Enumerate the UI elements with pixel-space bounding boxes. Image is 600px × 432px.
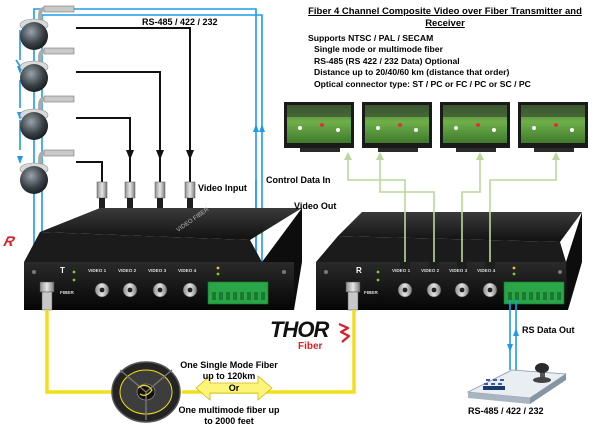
tx-port-label-2: VIDEO 2	[118, 268, 137, 273]
rs485-top-label: RS-485 / 422 / 232	[142, 17, 218, 27]
receiver-terminal-block	[503, 281, 565, 305]
single-mode-label: One Single Mode Fiber up to 120km	[174, 360, 284, 382]
feature-item: Optical connector type: ST / PC or FC / …	[314, 78, 531, 89]
video-input-arrows	[126, 150, 194, 160]
rs-data-out-label: RS Data Out	[522, 325, 575, 335]
tx-fiber-label: FIBER	[60, 290, 74, 295]
multimode-label: One multimode fiber up to 2000 feet	[170, 405, 288, 427]
rx-port-label-4: VIDEO 4	[477, 268, 496, 273]
transmitter-terminal-block	[207, 281, 269, 305]
diagram-title: Fiber 4 Channel Composite Video over Fib…	[308, 6, 582, 29]
rs-data-out-arrows	[507, 328, 519, 352]
rx-fiber-label: FIBER	[364, 290, 378, 295]
svg-text:R: R	[1, 235, 19, 250]
rx-port-label-1: VIDEO 1	[392, 268, 411, 273]
bnc-connector-icon	[482, 262, 498, 298]
video-out-lines	[347, 158, 557, 262]
bnc-connector-icon	[152, 282, 168, 298]
double-arrow-icon	[195, 375, 273, 401]
rx-port-label-2: VIDEO 2	[421, 268, 440, 273]
bnc-connector-icon	[122, 282, 138, 298]
tx-port-label-1: VIDEO 1	[88, 268, 107, 273]
bnc-connector-icon	[397, 262, 413, 298]
control-data-in-label: Control Data In	[266, 175, 331, 185]
single-mode-line-2: up to 120km	[202, 371, 256, 381]
bnc-connector-icon	[182, 282, 198, 298]
monitor-icon	[440, 102, 510, 152]
fiber-st-connector-icon	[39, 281, 55, 311]
ptz-camera-icon	[19, 149, 75, 194]
fiber-st-connector-icon	[345, 281, 361, 311]
feature-item: Single mode or multimode fiber	[314, 44, 443, 55]
ptz-camera-icon	[19, 95, 75, 140]
rx-port-label-3: VIDEO 3	[449, 268, 468, 273]
thor-fiber-logo: THOR Fiber	[268, 318, 358, 358]
feature-list: Supports NTSC / PAL / SECAM Single mode …	[308, 33, 531, 90]
logo-swoosh-icon	[338, 322, 351, 343]
monitor-icon	[362, 102, 432, 152]
monitor-icon	[518, 102, 588, 152]
receiver-side-letter: R	[356, 266, 362, 275]
monitor-icon	[284, 102, 354, 152]
multimode-line-1: One multimode fiber up	[178, 405, 280, 415]
feature-item: Supports NTSC / PAL / SECAM	[308, 33, 434, 43]
video-out-label: Video Out	[294, 201, 337, 211]
rs485-bottom-label: RS-485 / 422 / 232	[468, 406, 544, 416]
tx-port-label-3: VIDEO 3	[148, 268, 167, 273]
joystick-controller-icon	[466, 363, 568, 404]
logo-brand: THOR	[270, 317, 329, 342]
multimode-line-2: to 2000 feet	[204, 416, 254, 426]
video-out-arrows	[344, 152, 560, 160]
video-input-cables	[76, 27, 191, 182]
rs485-up-arrows	[17, 66, 265, 164]
bnc-connector-icon	[454, 262, 470, 298]
video-input-label: Video Input	[198, 183, 247, 193]
ptz-camera-icon	[19, 47, 75, 92]
single-mode-line-1: One Single Mode Fiber	[180, 360, 278, 370]
feature-item: Distance up to 20/40/60 km (distance tha…	[314, 67, 510, 78]
fiber-reel-icon	[111, 361, 181, 423]
logo-sub: Fiber	[298, 341, 323, 352]
bnc-connector-icon	[426, 262, 442, 298]
ptz-camera-icon	[19, 5, 75, 50]
feature-item: RS-485 (RS 422 / 232 Data) Optional	[314, 55, 460, 66]
transmitter-side-letter: T	[60, 266, 65, 275]
or-label: Or	[228, 383, 240, 393]
bnc-connector-icon	[94, 282, 110, 298]
tx-port-label-4: VIDEO 4	[178, 268, 197, 273]
